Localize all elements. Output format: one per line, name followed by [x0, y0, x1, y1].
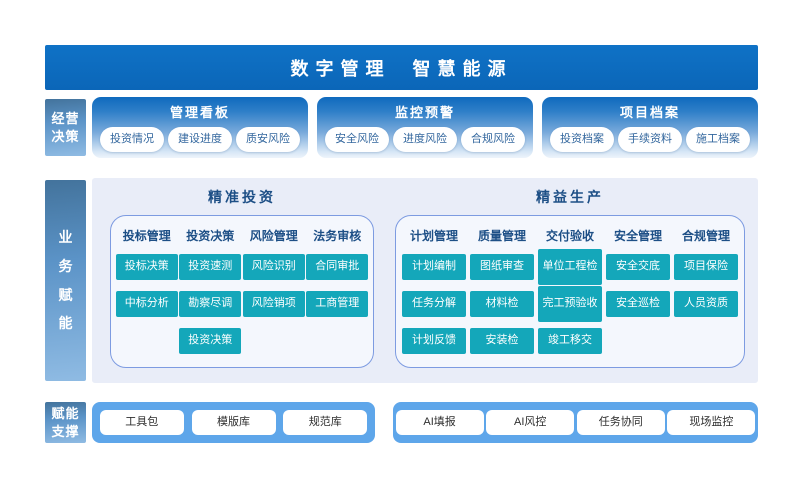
feature-tile[interactable]: 单位工程检: [538, 248, 602, 285]
sidebar-label-line: 支撑: [51, 423, 80, 439]
feature-tile[interactable]: 计划反馈: [402, 327, 466, 354]
feature-column-bidding: 投标管理 投标决策 中标分析: [115, 222, 178, 359]
support-button[interactable]: AI填报: [395, 410, 484, 435]
column-header: 质量管理: [477, 228, 526, 243]
pill-row: 投资档案 手续资料 施工档案: [542, 121, 758, 152]
sidebar-label-decision: 经营 决策: [45, 99, 86, 156]
feature-column-risk: 风险管理 风险识别 风险销项: [242, 222, 305, 359]
feature-column-safety: 安全管理 安全交底 安全巡检: [606, 222, 670, 359]
column-header: 计划管理: [409, 228, 458, 243]
support-button[interactable]: 模版库: [191, 410, 276, 435]
feature-tile[interactable]: 安全巡检: [606, 290, 670, 317]
feature-column-compliance: 合规管理 项目保险 人员资质: [674, 222, 738, 359]
feature-tile[interactable]: 投资决策: [179, 327, 242, 354]
section-box: 投标管理 投标决策 中标分析 投资决策 投资速测 勘察尽调 投资决策 风险管理 …: [110, 215, 374, 368]
pill-row: 投资情况 建设进度 质安风险: [92, 121, 308, 152]
pill-item[interactable]: 施工档案: [686, 127, 750, 152]
banner-title: 数字管理 智慧能源: [291, 55, 513, 81]
support-button[interactable]: AI风控: [486, 410, 575, 435]
feature-tile[interactable]: 工商管理: [306, 290, 369, 317]
feature-column-investment: 投资决策 投资速测 勘察尽调 投资决策: [179, 222, 242, 359]
support-bar-tools: 工具包 模版库 规范库: [92, 402, 375, 443]
support-button[interactable]: 现场监控: [667, 410, 756, 435]
pill-row: 安全风险 进度风险 合规风险: [317, 121, 533, 152]
panel-title: 监控预警: [394, 105, 455, 120]
business-panel: 精准投资 投标管理 投标决策 中标分析 投资决策 投资速测 勘察尽调 投资决策: [92, 178, 758, 383]
section-box: 计划管理 计划编制 任务分解 计划反馈 质量管理 图纸审查 材料检 安装检 交付…: [395, 215, 745, 368]
panel-project-archive: 项目档案 投资档案 手续资料 施工档案: [542, 97, 758, 158]
feature-tile[interactable]: 竣工移交: [538, 327, 602, 354]
pill-item[interactable]: 进度风险: [393, 127, 457, 152]
pill-item[interactable]: 手续资料: [618, 127, 682, 152]
feature-tile[interactable]: 任务分解: [402, 290, 466, 317]
feature-tile[interactable]: 投资速测: [179, 253, 242, 280]
sidebar-label-char: 务: [58, 257, 73, 274]
sidebar-label-char: 赋: [58, 286, 73, 303]
feature-tile[interactable]: 合同审批: [306, 253, 369, 280]
banner-title-left: 数字管理: [290, 58, 391, 79]
feature-tile[interactable]: 图纸审查: [470, 253, 534, 280]
support-button[interactable]: 任务协同: [576, 410, 665, 435]
pill-item[interactable]: 投资情况: [100, 127, 164, 152]
feature-column-quality: 质量管理 图纸审查 材料检 安装检: [470, 222, 534, 359]
pill-item[interactable]: 投资档案: [550, 127, 614, 152]
support-bar-ai: AI填报 AI风控 任务协同 现场监控: [393, 402, 758, 443]
sidebar-label-line: 决策: [51, 128, 80, 144]
feature-tile[interactable]: 人员资质: [674, 290, 738, 317]
support-button[interactable]: 规范库: [283, 410, 368, 435]
section-title: 精益生产: [536, 189, 604, 205]
pill-item[interactable]: 安全风险: [325, 127, 389, 152]
column-header: 投标管理: [122, 228, 171, 243]
panel-title: 项目档案: [619, 105, 680, 120]
support-row: 赋能 支撑 工具包 模版库 规范库 AI填报 AI风控 任务协同 现场监控: [45, 402, 758, 443]
sidebar-label-line: 经营: [51, 110, 80, 126]
column-header: 交付验收: [545, 228, 594, 243]
feature-tile[interactable]: 中标分析: [115, 290, 178, 317]
pill-item[interactable]: 质安风险: [236, 127, 300, 152]
sidebar-label-char: 能: [58, 315, 73, 332]
section-lean-production: 精益生产 计划管理 计划编制 任务分解 计划反馈 质量管理 图纸审查 材料检 安…: [395, 184, 745, 368]
section-title: 精准投资: [208, 189, 276, 205]
feature-tile[interactable]: 风险识别: [242, 253, 305, 280]
pill-item[interactable]: 合规风险: [461, 127, 525, 152]
column-header: 安全管理: [613, 228, 662, 243]
section-precise-investment: 精准投资 投标管理 投标决策 中标分析 投资决策 投资速测 勘察尽调 投资决策: [110, 184, 374, 368]
top-banner: 数字管理 智慧能源: [45, 45, 758, 90]
column-header: 风险管理: [249, 228, 298, 243]
business-row: 业 务 赋 能 精准投资 投标管理 投标决策 中标分析 投资决策 投资速测: [45, 178, 758, 383]
panel-title: 管理看板: [169, 105, 230, 120]
sidebar-label-line: 赋能: [51, 405, 80, 421]
support-button[interactable]: 工具包: [99, 410, 184, 435]
feature-tile[interactable]: 投标决策: [115, 253, 178, 280]
feature-tile[interactable]: 项目保险: [674, 253, 738, 280]
feature-tile[interactable]: 材料检: [470, 290, 534, 317]
feature-tile[interactable]: 安全交底: [606, 253, 670, 280]
pill-item[interactable]: 建设进度: [168, 127, 232, 152]
feature-column-plan: 计划管理 计划编制 任务分解 计划反馈: [402, 222, 466, 359]
support-bars: 工具包 模版库 规范库 AI填报 AI风控 任务协同 现场监控: [92, 402, 758, 443]
sidebar-label-support: 赋能 支撑: [45, 402, 86, 443]
column-header: 法务审核: [313, 228, 362, 243]
feature-tile[interactable]: 计划编制: [402, 253, 466, 280]
banner-title-right: 智慧能源: [412, 58, 513, 79]
decision-row: 经营 决策 管理看板 投资情况 建设进度 质安风险 监控预警 安全风险 进度风险…: [45, 97, 758, 158]
sidebar-label-char: 业: [58, 228, 73, 245]
feature-column-delivery: 交付验收 单位工程检 完工预验收 竣工移交: [538, 222, 602, 359]
panel-monitor-alert: 监控预警 安全风险 进度风险 合规风险: [317, 97, 533, 158]
column-header: 合规管理: [681, 228, 730, 243]
panel-management-dashboard: 管理看板 投资情况 建设进度 质安风险: [92, 97, 308, 158]
feature-tile[interactable]: 勘察尽调: [179, 290, 242, 317]
sidebar-label-business: 业 务 赋 能: [45, 180, 86, 381]
feature-column-legal: 法务审核 合同审批 工商管理: [306, 222, 369, 359]
feature-tile[interactable]: 完工预验收: [538, 285, 602, 322]
feature-tile[interactable]: 安装检: [470, 327, 534, 354]
feature-tile[interactable]: 风险销项: [242, 290, 305, 317]
column-header: 投资决策: [186, 228, 235, 243]
decision-panels: 管理看板 投资情况 建设进度 质安风险 监控预警 安全风险 进度风险 合规风险 …: [92, 97, 758, 158]
